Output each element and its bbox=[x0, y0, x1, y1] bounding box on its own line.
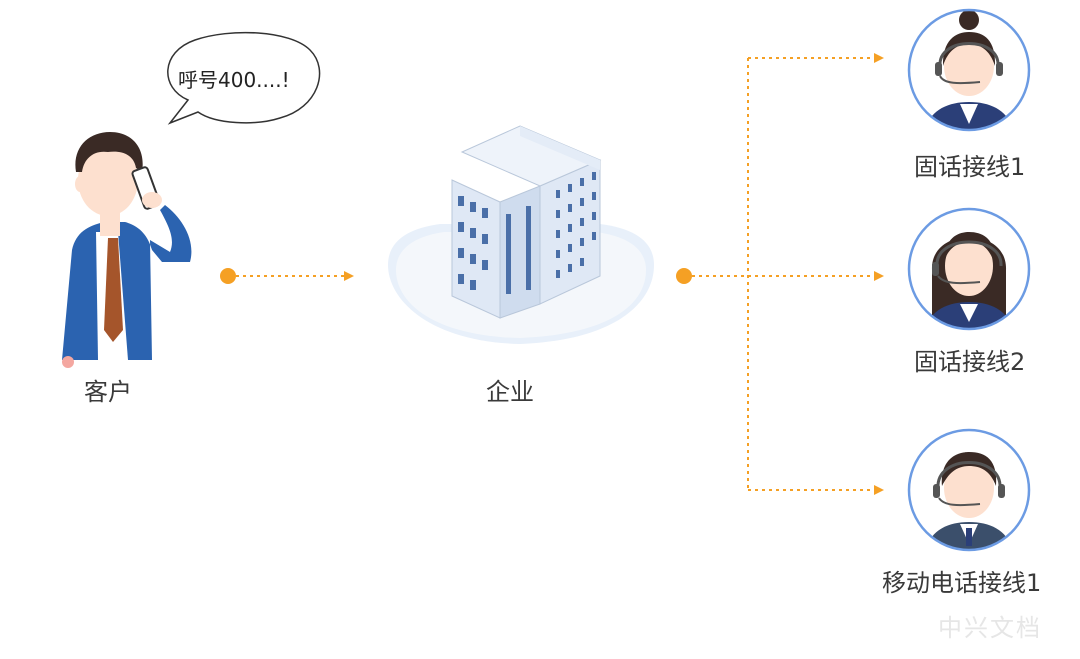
agent-label-landline-2: 固话接线2 bbox=[914, 348, 1026, 376]
enterprise-building bbox=[388, 125, 654, 344]
arrow-customer-to-enterprise bbox=[220, 268, 354, 284]
agent-avatar-landline-1 bbox=[907, 8, 1031, 132]
customer-figure bbox=[62, 132, 192, 368]
enterprise-label: 企业 bbox=[486, 378, 534, 406]
speech-bubble-text: 呼号400....! bbox=[178, 68, 290, 92]
customer-label: 客户 bbox=[84, 378, 132, 406]
agent-avatar-landline-2 bbox=[907, 207, 1031, 331]
arrows-enterprise-to-agents bbox=[676, 53, 884, 495]
speech-bubble bbox=[167, 31, 321, 125]
agent-avatar-mobile-1 bbox=[907, 428, 1031, 552]
agent-label-mobile-1: 移动电话接线1 bbox=[882, 569, 1042, 597]
agent-label-landline-1: 固话接线1 bbox=[914, 153, 1026, 181]
watermark: 中兴文档 bbox=[938, 614, 1042, 642]
